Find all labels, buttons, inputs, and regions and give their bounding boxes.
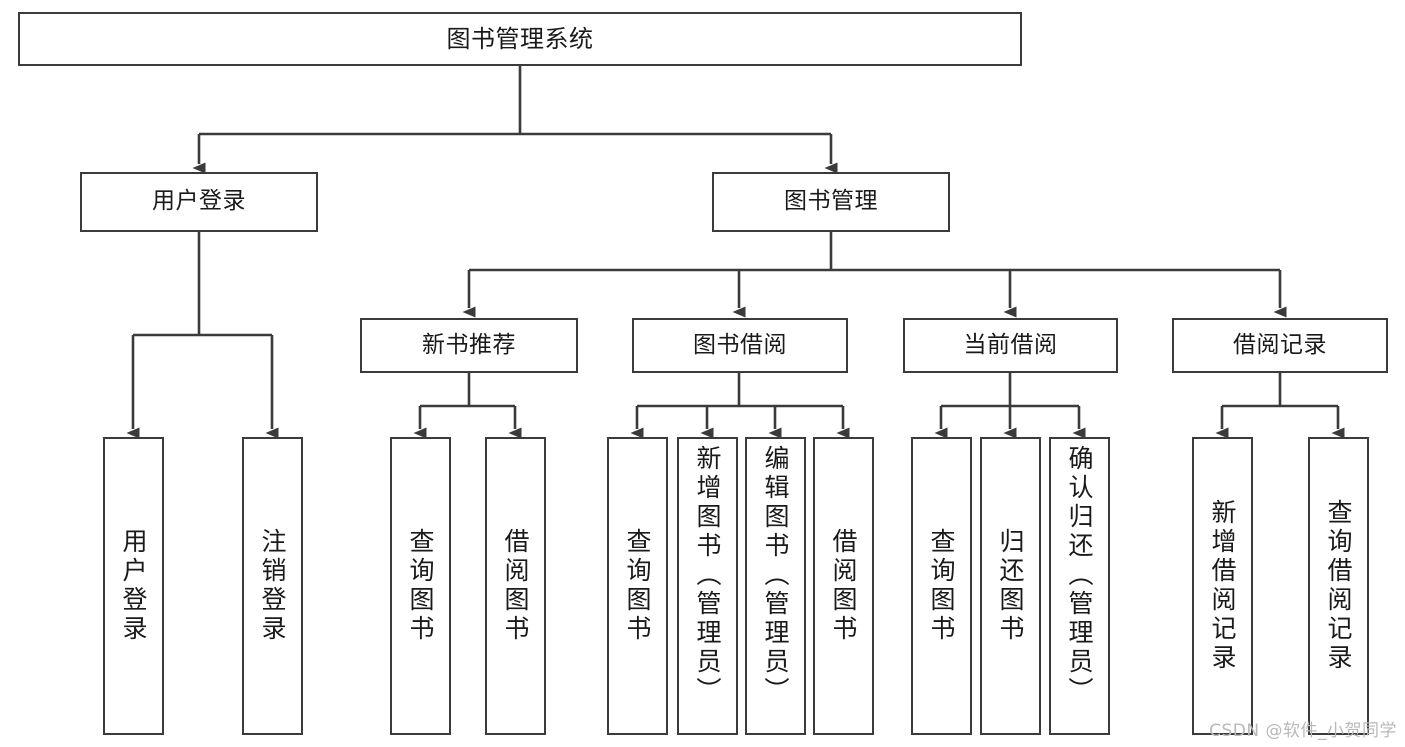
- node-label: 用户登录: [119, 528, 148, 644]
- node-label: 确认归还（管理员）: [1065, 445, 1094, 706]
- node-book-borrow[interactable]: 图书借阅: [632, 318, 848, 373]
- node-label: 查询图书: [927, 528, 956, 644]
- node-label: 图书借阅: [693, 331, 787, 358]
- leaf-query-book-borrow[interactable]: 查询图书: [607, 437, 668, 735]
- leaf-return-book[interactable]: 归还图书: [980, 437, 1041, 735]
- node-label: 借阅图书: [829, 528, 858, 644]
- watermark-csdn: CSDN @软件_小贺同学: [1209, 721, 1397, 741]
- node-label: 用户登录: [152, 188, 246, 215]
- leaf-borrow-book[interactable]: 借阅图书: [813, 437, 874, 735]
- node-borrow-record[interactable]: 借阅记录: [1172, 318, 1388, 373]
- leaf-borrow-book-recommend[interactable]: 借阅图书: [485, 437, 546, 735]
- node-new-book-recommend[interactable]: 新书推荐: [360, 318, 578, 373]
- node-label: 归还图书: [996, 528, 1025, 644]
- node-label: 编辑图书（管理员）: [761, 445, 790, 706]
- leaf-query-book-current[interactable]: 查询图书: [911, 437, 972, 735]
- leaf-logout[interactable]: 注销登录: [242, 437, 303, 735]
- node-label: 查询图书: [406, 528, 435, 644]
- node-book-management[interactable]: 图书管理: [712, 172, 950, 232]
- leaf-query-book-recommend[interactable]: 查询图书: [390, 437, 451, 735]
- node-label: 查询借阅记录: [1324, 499, 1353, 673]
- leaf-confirm-return-admin[interactable]: 确认归还（管理员）: [1049, 437, 1110, 735]
- leaf-edit-book-admin[interactable]: 编辑图书（管理员）: [745, 437, 806, 735]
- leaf-add-borrow-record[interactable]: 新增借阅记录: [1192, 437, 1253, 735]
- node-label: 新书推荐: [422, 331, 516, 358]
- node-label: 图书管理: [784, 188, 878, 215]
- node-label: 借阅图书: [501, 528, 530, 644]
- node-label: 注销登录: [258, 528, 287, 644]
- leaf-user-login[interactable]: 用户登录: [103, 437, 164, 735]
- node-label: 当前借阅: [963, 331, 1058, 358]
- node-label: 新增图书（管理员）: [693, 445, 722, 706]
- leaf-query-borrow-record[interactable]: 查询借阅记录: [1308, 437, 1369, 735]
- node-label: 新增借阅记录: [1208, 499, 1237, 673]
- node-label: 图书管理系统: [446, 24, 594, 53]
- node-root-book-management-system[interactable]: 图书管理系统: [18, 12, 1022, 66]
- node-user-login[interactable]: 用户登录: [80, 172, 318, 232]
- node-label: 查询图书: [623, 528, 652, 644]
- node-label: 借阅记录: [1233, 331, 1327, 358]
- leaf-add-book-admin[interactable]: 新增图书（管理员）: [677, 437, 738, 735]
- node-current-borrow[interactable]: 当前借阅: [903, 318, 1118, 373]
